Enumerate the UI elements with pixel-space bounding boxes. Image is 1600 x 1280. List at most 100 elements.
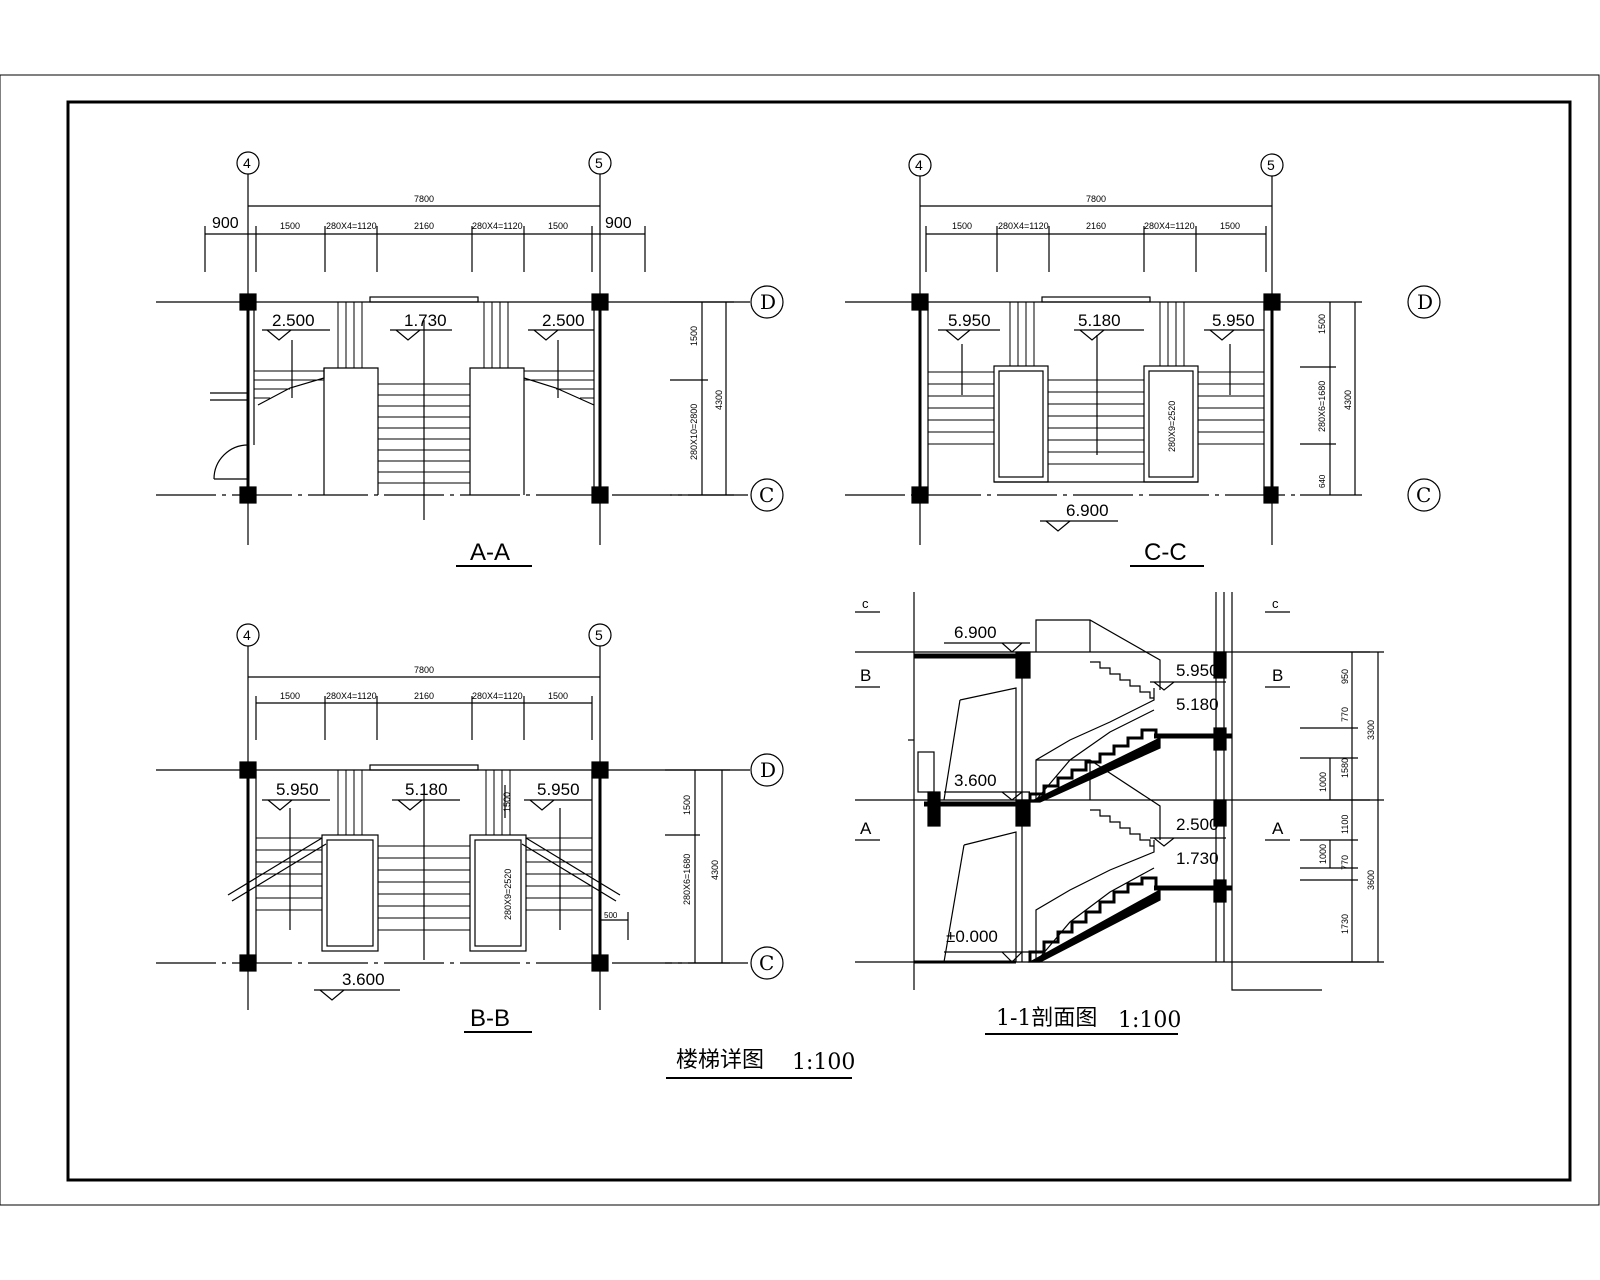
section-vdim-770-lower: 770 [1340, 855, 1350, 870]
plan-aa-level-1: 2.500 [272, 311, 315, 330]
main-title-block: 楼梯详图 1:100 [666, 1048, 855, 1079]
plan-bb-level-1: 5.950 [276, 780, 319, 799]
axis-bubble-d [1407, 285, 1441, 319]
section-title: 1-1剖面图 [996, 1006, 1097, 1031]
plan-bb-level-2: 5.180 [405, 780, 448, 799]
section-vdim-950: 950 [1340, 669, 1350, 684]
plan-cc-dim-total: 7800 [1086, 194, 1106, 204]
plan-bb-inner-dim: 1500 [502, 792, 512, 812]
plan-aa-vdim-1: 1500 [689, 326, 699, 346]
section-grid-b-left: B [860, 666, 871, 685]
plan-bb-dim-5: 1500 [548, 691, 568, 701]
plan-bb-axis-d: D [760, 758, 776, 782]
plan-bb-axis-c: C [759, 951, 774, 975]
plan-aa-dim-total: 7800 [414, 194, 434, 204]
plan-aa-level-3: 2.500 [542, 311, 585, 330]
section-level-6900: 6.900 [954, 623, 997, 642]
plan-cc-dim-1: 1500 [952, 221, 972, 231]
sheet-inner-border [66, 100, 1572, 1182]
plan-cc-well-label: 280X9=2520 [1167, 401, 1177, 452]
plan-bb-axis-4: 4 [243, 627, 251, 643]
axis-bubble-c [750, 478, 784, 512]
section-level-2500: 2.500 [1176, 815, 1219, 834]
plan-bb-level-3: 5.950 [537, 780, 580, 799]
plan-cc [845, 153, 1441, 567]
section-grid-a-left: A [860, 819, 872, 838]
plan-aa-vdim-3: 4300 [714, 390, 724, 410]
plan-bb-well-label: 280X9=2520 [503, 869, 513, 920]
plan-cc-dim-3: 2160 [1086, 221, 1106, 231]
axis-bubble-d [750, 285, 784, 319]
plan-aa-axis-5: 5 [595, 155, 603, 171]
section-level-3600: 3.600 [954, 771, 997, 790]
plan-aa-title: A-A [470, 539, 510, 566]
plan-aa-dim-right-ext: 900 [605, 215, 632, 232]
plan-bb-small-dim: 500 [604, 911, 618, 920]
plan-aa-dim-left-ext: 900 [212, 215, 239, 232]
section-vdim-1100: 1100 [1340, 815, 1350, 834]
plan-cc-axis-c: C [1416, 483, 1431, 507]
plan-cc-title: C-C [1144, 539, 1187, 566]
plan-bb [156, 623, 784, 1033]
section-11 [855, 592, 1384, 1035]
plan-cc-vdim-1: 1500 [1317, 314, 1327, 334]
main-scale: 1:100 [792, 1050, 855, 1075]
plan-cc-vdim-2: 280X6=1680 [1317, 381, 1327, 432]
section-level-0000: ±0.000 [946, 927, 998, 946]
plan-cc-axis-5: 5 [1267, 157, 1275, 173]
plan-aa-axis-c: C [759, 483, 774, 507]
plan-aa-dim-2: 280X4=1120 [326, 221, 377, 231]
plan-aa-vdim-2: 280X10=2800 [689, 404, 699, 460]
plan-aa [156, 151, 784, 567]
plan-cc-axis-d: D [1417, 290, 1433, 314]
plan-cc-level-2: 5.180 [1078, 311, 1121, 330]
plan-aa-level-2: 1.730 [404, 311, 447, 330]
plan-aa-axis-d: D [760, 290, 776, 314]
plan-cc-texts: 4 5 7800 1500 280X4=1120 2160 280X4=1120… [915, 157, 1433, 566]
axis-bubble-c [750, 946, 784, 980]
plan-aa-dim-3: 2160 [414, 221, 434, 231]
plan-aa-dim-1: 1500 [280, 221, 300, 231]
section-vdim-1000-upper: 1000 [1318, 772, 1328, 792]
plan-cc-dim-4: 280X4=1120 [1144, 221, 1195, 231]
section-vdim-1580: 1580 [1340, 758, 1350, 778]
section-vdim-1000-lower: 1000 [1318, 844, 1328, 864]
axis-bubble-d [750, 753, 784, 787]
plan-bb-dim-total: 7800 [414, 665, 434, 675]
plan-aa-axis-4: 4 [243, 155, 251, 171]
section-11-texts: c B A c B A 6.900 5.950 5.180 3.600 2.50… [860, 596, 1376, 1033]
plan-cc-level-1: 5.950 [948, 311, 991, 330]
plan-bb-dim-3: 2160 [414, 691, 434, 701]
plan-cc-dim-2: 280X4=1120 [998, 221, 1049, 231]
plan-bb-level-4: 3.600 [342, 970, 385, 989]
plan-bb-dim-1: 1500 [280, 691, 300, 701]
section-scale: 1:100 [1118, 1008, 1181, 1033]
plan-cc-dim-5: 1500 [1220, 221, 1240, 231]
sheet-outer-border [0, 74, 1600, 1206]
section-level-5950: 5.950 [1176, 661, 1219, 680]
plan-cc-axis-4: 4 [915, 157, 923, 173]
section-level-1730: 1.730 [1176, 849, 1219, 868]
main-title: 楼梯详图 [676, 1048, 764, 1073]
section-vdim-3300: 3300 [1366, 720, 1376, 740]
section-vdim-3600: 3600 [1366, 870, 1376, 890]
section-grid-a-right: A [1272, 819, 1284, 838]
plan-bb-dim-4: 280X4=1120 [472, 691, 523, 701]
plan-aa-texts: 4 5 7800 900 900 1500 280X4=1120 2160 28… [212, 155, 776, 566]
section-level-5180: 5.180 [1176, 695, 1219, 714]
plan-bb-texts: 4 5 7800 1500 280X4=1120 2160 280X4=1120… [243, 627, 776, 1032]
section-vdim-770: 770 [1340, 707, 1350, 722]
section-vdim-1730: 1730 [1340, 914, 1350, 934]
plan-aa-dim-5: 1500 [548, 221, 568, 231]
plan-cc-level-4: 6.900 [1066, 501, 1109, 520]
plan-cc-vdim-3: 640 [1318, 474, 1327, 488]
plan-bb-dim-2: 280X4=1120 [326, 691, 377, 701]
section-grid-c-right: c [1272, 596, 1279, 611]
section-grid-b-right: B [1272, 666, 1283, 685]
plan-bb-axis-5: 5 [595, 627, 603, 643]
plan-bb-title: B-B [470, 1005, 510, 1032]
plan-bb-vdim-3: 4300 [710, 860, 720, 880]
plan-bb-vdim-2: 280X6=1680 [682, 854, 692, 905]
plan-cc-level-3: 5.950 [1212, 311, 1255, 330]
